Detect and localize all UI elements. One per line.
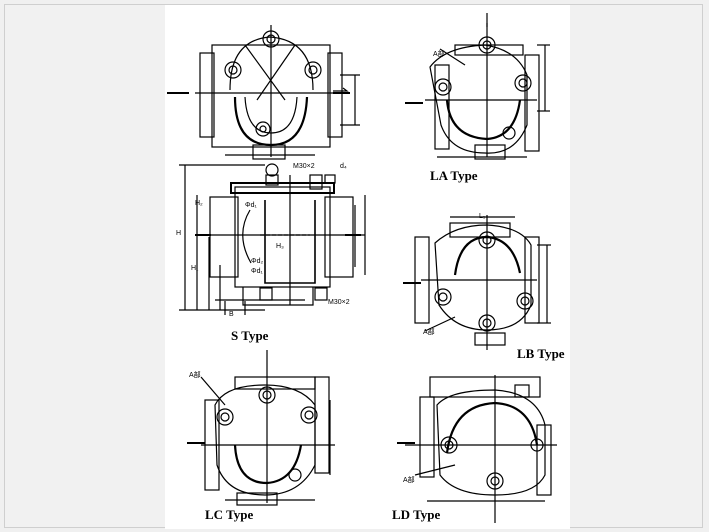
lc-type-view <box>187 350 335 506</box>
la-type-view <box>405 13 550 160</box>
a-part-la: A部 <box>433 51 445 58</box>
l1-annotation: L₁ <box>479 213 486 220</box>
s-type-label: S Type <box>231 328 269 343</box>
m30-top-annotation: M30×2 <box>293 163 315 170</box>
phi-d2-annotation: Φd₂ <box>251 258 264 265</box>
ld-type-view <box>397 375 557 523</box>
h2-annotation: H₂ <box>195 200 203 207</box>
h1-annotation: H₁ <box>191 265 199 272</box>
lb-type-view <box>403 215 551 350</box>
lb-type-label: LB Type <box>517 346 565 361</box>
drawing-sheet: S Type LA Type LB Type LC Type LD Type M… <box>165 5 570 529</box>
lc-type-label: LC Type <box>205 507 254 522</box>
s-type-section <box>179 163 366 315</box>
phi-d1-annotation: Φd₁ <box>245 202 257 209</box>
a-part-lb: A部 <box>423 329 435 336</box>
a-part-lc: A部 <box>189 372 201 379</box>
b-annotation: B <box>229 311 234 318</box>
la-type-label: LA Type <box>430 168 478 183</box>
phi-d1b-annotation: Φd₁ <box>251 268 263 275</box>
a-part-ld: A部 <box>403 477 415 484</box>
strainer-drawings <box>167 13 557 523</box>
ld-type-label: LD Type <box>392 507 441 522</box>
image-frame: S Type LA Type LB Type LC Type LD Type M… <box>4 4 703 529</box>
h3-annotation: H₃ <box>276 243 284 250</box>
s-type-top-view <box>167 25 360 160</box>
d4-annotation: d₄ <box>340 163 347 170</box>
h-annotation: H <box>176 230 182 237</box>
m30-bottom-annotation: M30×2 <box>328 299 350 306</box>
